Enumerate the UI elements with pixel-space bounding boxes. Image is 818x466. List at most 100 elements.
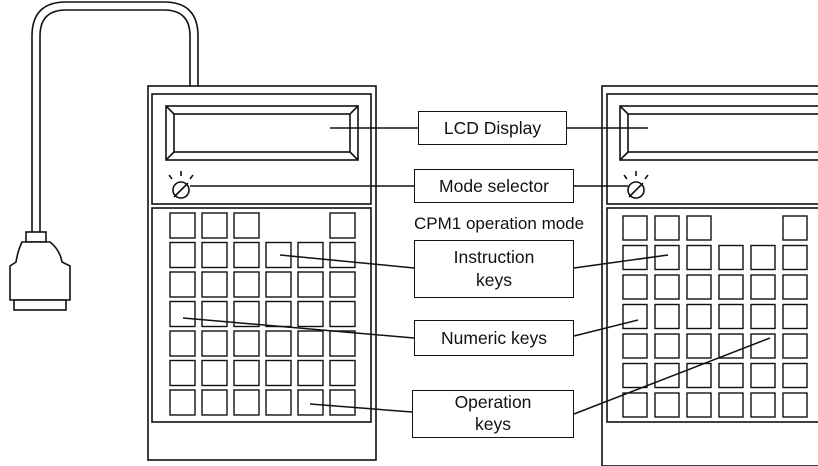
left-console-key: [297, 359, 324, 387]
left-console-body: [147, 85, 377, 461]
left-console-key: [297, 389, 324, 416]
right-console-key: [654, 274, 680, 300]
left-upper-panel: [151, 93, 372, 205]
cpm1-operation-mode-caption: CPM1 operation mode: [414, 214, 585, 233]
right-console-key: [782, 303, 808, 330]
left-console-key: [297, 300, 324, 328]
left-console-key: [329, 241, 356, 269]
left-console-key: [265, 271, 292, 298]
right-console-key: [782, 244, 808, 271]
left-console-key: [265, 389, 292, 416]
right-console-key: [782, 274, 808, 300]
right-console-key: [718, 274, 744, 300]
left-lcd-display: [165, 105, 359, 161]
right-console-key: [654, 392, 680, 418]
right-mode-selector-icon: [623, 171, 649, 199]
right-console: [601, 85, 818, 466]
right-console-key: [686, 244, 712, 271]
right-console-key: [750, 274, 776, 300]
right-console-key: [654, 333, 680, 359]
left-console-key: [169, 330, 196, 357]
right-console-key: [718, 362, 744, 389]
leader-operation-left: [309, 403, 413, 413]
leader-numeric-right: [573, 319, 639, 337]
left-console-key: [329, 389, 356, 416]
left-console-key: [169, 389, 196, 416]
left-console-key: [265, 359, 292, 387]
left-console: [147, 85, 377, 461]
left-console-key: [265, 330, 292, 357]
left-console-key: [201, 330, 228, 357]
left-console-key: [201, 359, 228, 387]
leader-operation-right: [573, 337, 771, 415]
numeric-keys-label: Numeric keys: [441, 327, 547, 348]
right-lcd-display: [619, 105, 818, 161]
right-console-key: [622, 274, 648, 300]
leader-instruction-left: [279, 254, 415, 269]
left-console-key: [233, 212, 260, 239]
right-console-key: [718, 333, 744, 359]
left-console-key: [201, 241, 228, 269]
left-console-key: [329, 330, 356, 357]
right-console-key: [686, 362, 712, 389]
right-console-key: [782, 215, 808, 241]
plug-body: [9, 241, 71, 301]
right-console-key: [782, 392, 808, 418]
left-console-key: [233, 330, 260, 357]
right-console-key: [782, 333, 808, 359]
left-keypad-panel: [151, 207, 372, 423]
operation-keys-label-line1: Operation: [454, 392, 532, 413]
right-console-key: [750, 392, 776, 418]
left-console-key: [297, 271, 324, 298]
right-console-key: [750, 362, 776, 389]
left-console-key: [169, 271, 196, 298]
right-console-key: [622, 392, 648, 418]
left-console-key: [201, 212, 228, 239]
left-console-key: [265, 241, 292, 269]
left-console-key: [329, 271, 356, 298]
right-console-key: [686, 274, 712, 300]
left-console-key: [169, 212, 196, 239]
connection-cable: [31, 1, 199, 232]
plug-tip: [13, 299, 67, 311]
left-console-key: [201, 300, 228, 328]
left-console-key: [233, 271, 260, 298]
callout-numeric-keys: Numeric keys: [414, 320, 574, 356]
callout-lcd-display: LCD Display: [418, 111, 567, 145]
operation-keys-label-line2: keys: [475, 414, 511, 434]
right-console-key: [654, 303, 680, 330]
right-console-key: [622, 215, 648, 241]
right-keypad-panel: [606, 207, 818, 423]
right-console-key: [686, 333, 712, 359]
cable-inner: [31, 1, 199, 232]
cable-connector-plug: [9, 231, 71, 311]
right-console-key: [782, 362, 808, 389]
right-console-key: [622, 333, 648, 359]
left-keypad: [169, 212, 356, 416]
instruction-keys-label-line1: Instruction: [453, 247, 535, 268]
plug-neck: [25, 231, 47, 243]
right-console-key: [622, 303, 648, 330]
left-console-key: [201, 271, 228, 298]
left-mode-selector-icon: [168, 171, 194, 199]
right-keypad: [622, 215, 808, 418]
left-console-key: [233, 359, 260, 387]
right-console-key: [686, 215, 712, 241]
callout-operation-keys: Operation keys: [412, 390, 574, 438]
right-console-key: [750, 303, 776, 330]
left-console-key: [233, 300, 260, 328]
right-console-key: [718, 392, 744, 418]
instruction-keys-label-line2: keys: [476, 270, 512, 290]
right-console-key: [686, 392, 712, 418]
left-console-key: [329, 212, 356, 239]
leader-numeric-left: [182, 317, 415, 339]
left-console-key: [233, 241, 260, 269]
left-console-key: [201, 389, 228, 416]
right-console-key: [654, 215, 680, 241]
right-console-body: [601, 85, 818, 466]
right-console-key: [654, 362, 680, 389]
callout-instruction-keys: Instruction keys: [414, 240, 574, 298]
right-console-key: [718, 303, 744, 330]
